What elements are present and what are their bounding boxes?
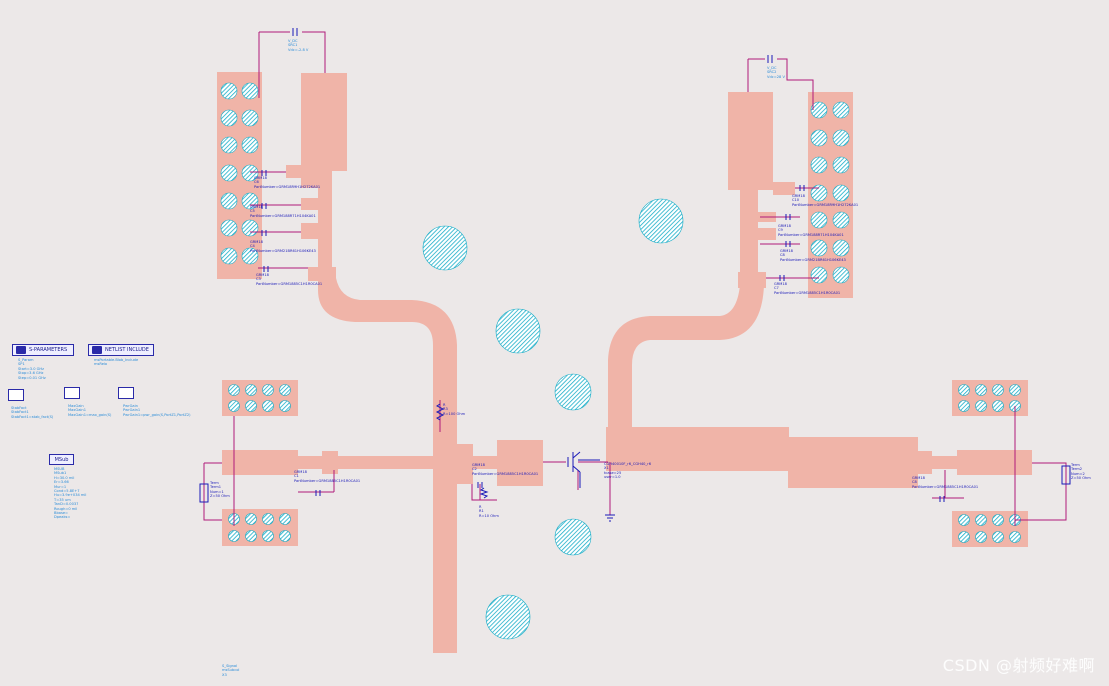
stabfact-icon[interactable] xyxy=(8,389,24,401)
bias-line-right-wide xyxy=(728,92,773,190)
sparams-icon xyxy=(16,346,26,354)
netlist-title: NETLIST INCLUDE xyxy=(105,347,149,353)
cap-c8-label: GRM18 C8 PartNumber=GRM21BR61H106KE43 xyxy=(780,249,846,262)
vdc2-label: V_DC SRC2 Vdc=28 V xyxy=(767,66,785,79)
cap-c6-label: GRM18 C6 PartNumber=GRM18R9H1H272KA01 xyxy=(254,176,321,189)
right-bias-capacitors xyxy=(779,185,805,281)
term2-symbol xyxy=(1061,465,1071,485)
netlist-params: msPortable.Blob_Include msRelo xyxy=(94,358,139,367)
cap-c10-label: GRM18 C10 PartNumber=GRM18R9H1H272KA01 xyxy=(792,194,859,207)
input-line-1 xyxy=(298,456,324,469)
stub-right-1 xyxy=(773,182,795,195)
msub-controller[interactable]: MSub xyxy=(49,454,74,465)
resistor-r3 xyxy=(435,403,445,421)
transistor-symbol xyxy=(567,451,600,488)
resistor-r3-label: R R3 R=100 Ohm xyxy=(443,403,466,416)
term1-symbol xyxy=(199,483,209,503)
subcircuit-label: S_Signal msSubcol X3 xyxy=(222,664,240,677)
drain-pad xyxy=(606,427,789,471)
stub-left-2 xyxy=(301,178,331,188)
vdc2-symbol xyxy=(767,55,773,63)
maxgain-params: MaxGain MaxGain1 MaxGain1=max_gain(S) xyxy=(68,404,112,417)
cap-c3-label: GRM18 C3 PartNumber=GRM1885C1H1R0CA01 xyxy=(256,273,323,286)
msub-params: MSUB MSub1 H=30.0 mil Er=3.66 Mur=1 Cond… xyxy=(54,467,87,520)
gate-line-upper xyxy=(433,395,457,427)
resistor-r1-label: R R1 R=10 Ohm xyxy=(479,505,499,518)
sparams-title: S-PARAMETERS xyxy=(29,347,68,353)
cap-c1-label: GRM18 C1 PartNumber=GRM1885C1H1R0CA01 xyxy=(294,470,361,483)
term2-label: Term Term2 Num=2 Z=50 Ohm xyxy=(1071,463,1091,481)
stub-right-3 xyxy=(758,228,776,240)
vdc1-symbol xyxy=(292,28,298,36)
pwrgain-icon[interactable] xyxy=(118,387,134,399)
output-cap-pad xyxy=(917,451,932,474)
match-pad xyxy=(497,440,543,486)
output-pad xyxy=(957,450,1032,475)
bias-line-left-wide xyxy=(301,73,347,171)
input-pad xyxy=(222,450,298,475)
via-array xyxy=(220,82,1021,640)
cap-c9-label: GRM18 C9 PartNumber=GRM188R71H104KA01 xyxy=(778,224,844,237)
microstrip-layout xyxy=(217,72,1032,653)
cap-out-label: GRM18 C8 PartNumber=GRM1885C1H1R0CA01 xyxy=(912,476,979,489)
gate-bias-bend xyxy=(318,278,457,400)
drain-bias-bend xyxy=(608,285,764,430)
bias-line-right-narrow xyxy=(740,180,758,290)
s-parameters-controller[interactable]: S-PARAMETERS xyxy=(12,344,74,356)
stabfact-params: StabFact StabFact1 StabFact1=stab_fact(S… xyxy=(11,406,54,419)
sparams-params: S_Param SP1 Start=3.0 GHz Stop=3.6 GHz S… xyxy=(18,358,46,380)
match-stub-1 xyxy=(457,444,473,484)
input-line-2 xyxy=(338,456,438,469)
netlist-icon xyxy=(92,346,102,354)
capacitor-symbols xyxy=(315,482,945,502)
pwrgain-params: PwrGain PwrGain1 PwrGain1=pwr_gain(S,Por… xyxy=(123,404,191,417)
output-line-narrow xyxy=(932,456,957,469)
ground-symbol xyxy=(605,514,615,522)
resistor-r1 xyxy=(479,487,489,499)
stub-right-4 xyxy=(738,272,766,288)
msub-title: MSub xyxy=(54,456,69,463)
output-line-wide xyxy=(788,437,918,488)
watermark: CSDN @射频好难啊 xyxy=(942,656,1095,675)
cap-c5-label: GRM18 C5 PartNumber=GRM188R71H104KA01 xyxy=(250,205,316,218)
bias-line-left-narrow xyxy=(318,170,332,270)
bias-pad-left-bottom xyxy=(308,267,336,281)
term1-label: Term Term1 Num=1 Z=50 Ohm xyxy=(210,481,230,499)
vdc1-label: V_DC SRC1 Vdc=-2.8 V xyxy=(288,39,309,52)
input-cap-pad xyxy=(322,451,338,474)
cap-c2-label: GRM18 C2 PartNumber=GRM1885C1H1R0CA01 xyxy=(472,463,539,476)
netlist-include-controller[interactable]: NETLIST INCLUDE xyxy=(88,344,154,356)
maxgain-icon[interactable] xyxy=(64,387,80,399)
component-symbols xyxy=(199,28,1071,522)
cap-c7-label: GRM18 C7 PartNumber=GRM1885C1H1R0CA01 xyxy=(774,282,841,295)
transistor-label: CGH40010F_r6_CGH40_r6 X1 tcase=25 user=1… xyxy=(604,462,651,480)
match-line xyxy=(472,456,498,469)
cap-c4-label: GRM18 C4 PartNumber=GRM21BR61H106KE43 xyxy=(250,240,316,253)
stub-left-1 xyxy=(286,165,318,178)
left-bias-capacitors xyxy=(261,170,269,272)
